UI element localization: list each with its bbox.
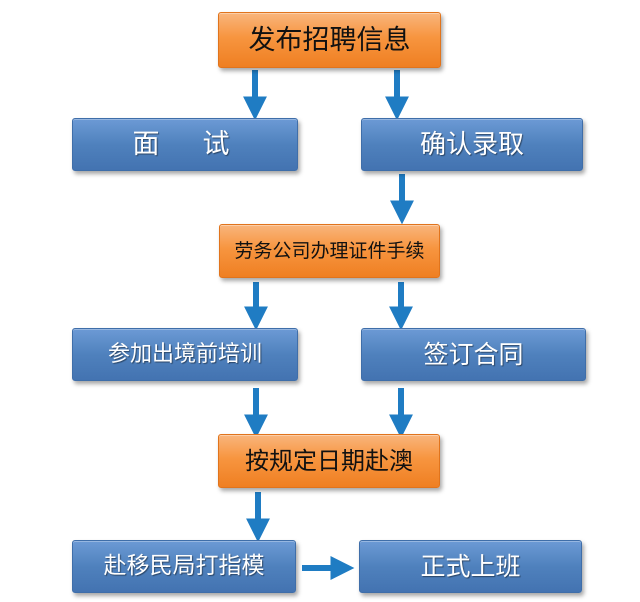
node-interview-label: 面 试	[132, 129, 238, 160]
node-pre-departure-training-label: 参加出境前培训	[107, 341, 262, 367]
node-depart-schedule: 按规定日期赴澳	[218, 434, 440, 488]
node-post-job: 发布招聘信息	[218, 12, 441, 68]
node-sign-contract: 签订合同	[361, 328, 586, 381]
node-confirm-hire: 确认录取	[361, 118, 583, 171]
node-depart-schedule-label: 按规定日期赴澳	[245, 447, 413, 475]
node-start-work: 正式上班	[359, 540, 582, 593]
node-agency-documents-label: 劳务公司办理证件手续	[234, 239, 425, 262]
node-fingerprint: 赴移民局打指模	[72, 540, 296, 593]
node-post-job-label: 发布招聘信息	[248, 24, 411, 56]
node-interview: 面 试	[72, 118, 298, 171]
node-pre-departure-training: 参加出境前培训	[72, 328, 298, 381]
node-start-work-label: 正式上班	[420, 552, 521, 581]
node-agency-documents: 劳务公司办理证件手续	[219, 224, 440, 278]
node-confirm-hire-label: 确认录取	[419, 129, 524, 160]
node-fingerprint-label: 赴移民局打指模	[103, 553, 265, 579]
node-sign-contract-label: 签订合同	[423, 340, 524, 369]
